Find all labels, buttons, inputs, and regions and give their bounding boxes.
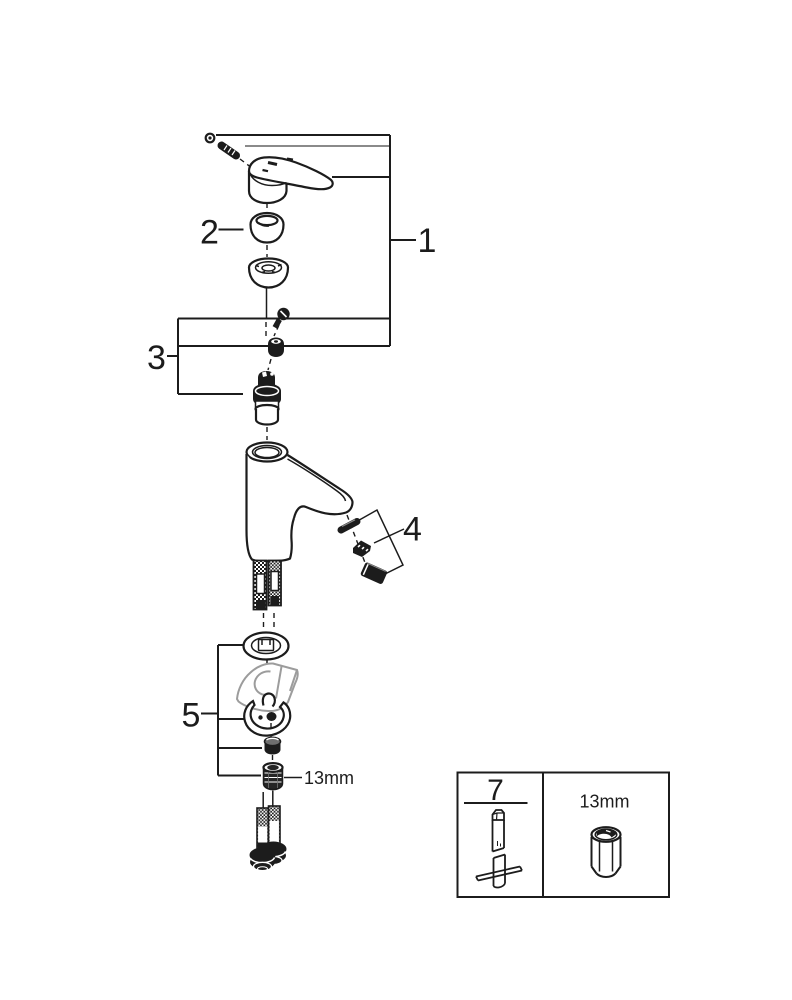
aerator-washer: [337, 518, 361, 534]
handle-set-screw: [204, 132, 240, 160]
bracket-group-4: [353, 508, 405, 576]
bracket-group-1: [216, 134, 416, 346]
lever-handle: [247, 156, 334, 205]
mounting-tool: [475, 809, 523, 889]
supply-hoses: [249, 790, 287, 872]
socket-13mm: [590, 826, 622, 879]
mounting-nut: [263, 736, 282, 755]
aerator-cap: [360, 562, 388, 584]
handle-cap-ring: [249, 211, 285, 244]
bracket-group-5: [201, 644, 262, 777]
callout-5: 5: [182, 697, 201, 735]
mounting-clamp: [243, 692, 292, 737]
base-gasket: [242, 631, 290, 661]
legend-box: 7 13mm: [456, 771, 670, 898]
mounting-studs: [252, 559, 282, 611]
cartridge-dome-nut: [268, 337, 284, 357]
callout-3: 3: [147, 339, 166, 377]
callout-2: 2: [200, 214, 219, 252]
cartridge-flange: [247, 257, 290, 289]
cartridge: [253, 371, 281, 426]
cartridge-retaining-screw: [272, 307, 290, 329]
wrench-size-label: 13mm: [304, 768, 354, 788]
legend-tool-callout: 7: [487, 774, 504, 807]
callout-1: 1: [418, 222, 437, 260]
callout-4: 4: [403, 511, 422, 549]
socket-adapter: [262, 761, 284, 791]
faucet-body: [245, 441, 354, 563]
aerator-nut: [353, 540, 371, 557]
legend-socket-label: 13mm: [579, 792, 629, 812]
sink-deck-cutaway: [235, 662, 299, 713]
